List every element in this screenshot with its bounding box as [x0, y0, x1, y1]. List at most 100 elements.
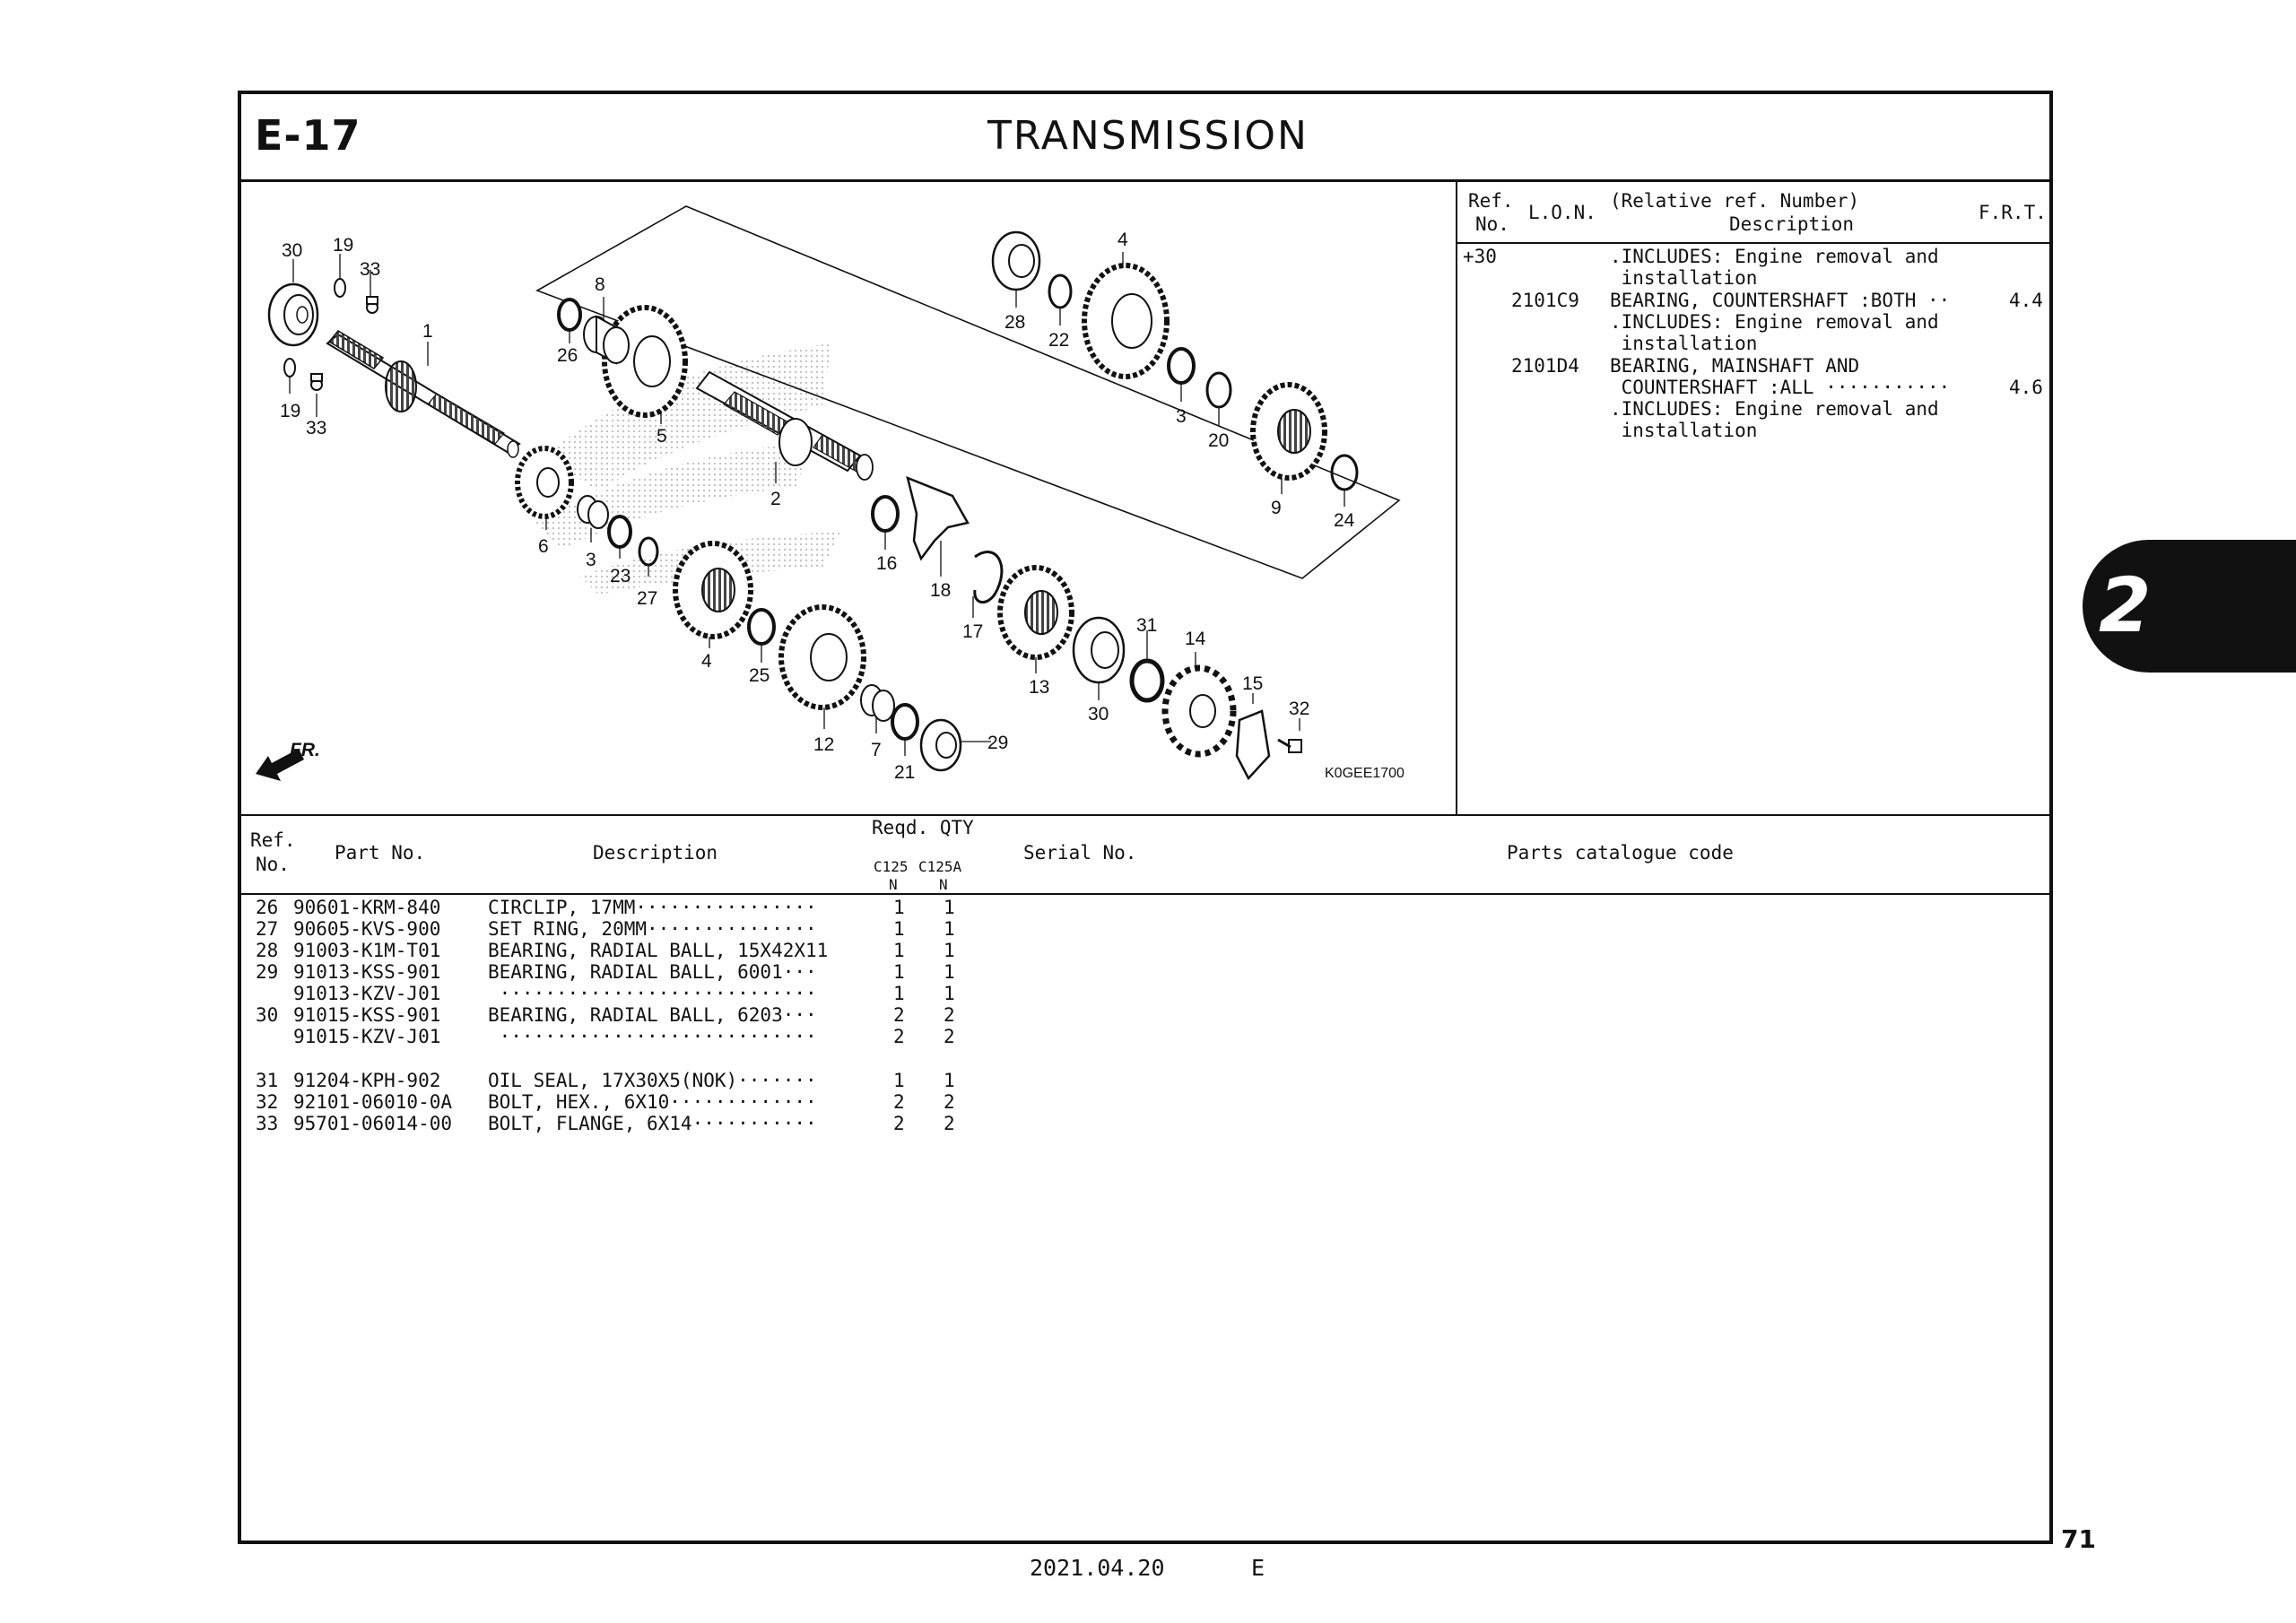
- callout-8: 5: [657, 426, 667, 447]
- clip-17: [973, 551, 1004, 604]
- mainshaft-1: [326, 330, 521, 458]
- parts-partno-header: Part No.: [335, 842, 426, 864]
- parts-n1-header: N: [889, 876, 898, 893]
- callout-21: 22: [1048, 330, 1069, 351]
- callouts: 30 19 33 19 33 1 26 8 5 6 3 23 27 4 25 2…: [280, 230, 1355, 783]
- callout-4: 4: [1118, 230, 1128, 250]
- callout-7: 7: [871, 740, 882, 760]
- diagram-bottom-rule: [239, 814, 2051, 816]
- bushing-10: [583, 315, 630, 365]
- callout-24: 26: [557, 345, 578, 366]
- callout-20: 20: [1208, 430, 1229, 451]
- callout-30: 30: [282, 240, 302, 261]
- callout-5: 3: [586, 550, 596, 570]
- section-tab-number: 2: [2099, 561, 2152, 649]
- callout-15: 15: [1242, 673, 1263, 694]
- gear-6: [673, 541, 753, 639]
- front-label: FR.: [290, 740, 320, 760]
- bushing-5: [577, 495, 609, 529]
- callout-10: 8: [595, 274, 605, 295]
- footer-date: 2021.04.20: [1030, 1555, 1165, 1581]
- gear-11: [1250, 382, 1327, 481]
- callout-32: 32: [1289, 699, 1309, 719]
- callout-2: 2: [770, 489, 781, 509]
- washer-23: [607, 515, 632, 549]
- washer-20: [1205, 371, 1232, 409]
- section-code: E-17: [255, 111, 361, 160]
- callout-22: 21: [894, 762, 915, 783]
- washer-16: [871, 495, 900, 533]
- footer-letter: E: [1251, 1555, 1265, 1581]
- parts-ref-header-1: Ref.: [250, 829, 296, 851]
- bolt-32: [1277, 738, 1302, 753]
- gear-13: [997, 565, 1074, 660]
- callout-33: 33: [306, 418, 326, 438]
- callout-31: 31: [1136, 615, 1157, 636]
- sprocket-14: [1161, 664, 1237, 758]
- callout-3: 3: [1176, 406, 1187, 427]
- callout-30: 30: [1088, 704, 1109, 725]
- callout-29: 29: [987, 733, 1008, 753]
- ring-27: [1330, 454, 1359, 491]
- plate-18: [906, 475, 970, 561]
- parts-catalogue-header: Parts catalogue code: [1507, 842, 1734, 864]
- callout-19: 19: [280, 401, 300, 421]
- callout-13: 13: [1029, 677, 1049, 698]
- frt-lon-header: L.O.N.: [1528, 202, 1596, 223]
- plate-15: [1235, 709, 1271, 781]
- countershaft-2: [695, 370, 874, 481]
- bearing-30-left: [267, 282, 319, 347]
- callout-12: 12: [813, 734, 834, 755]
- callout-16: 16: [876, 553, 897, 574]
- gear-9: [515, 446, 574, 519]
- parts-description-header: Description: [593, 842, 718, 864]
- header-divider: [239, 179, 2051, 182]
- callout-25: 25: [749, 665, 770, 686]
- parts-reqd-qty-header: Reqd. QTY: [872, 817, 974, 838]
- callout-14: 14: [1185, 629, 1206, 649]
- callout-23: 23: [610, 566, 631, 586]
- bearing-29: [919, 718, 962, 772]
- callout-33: 33: [360, 259, 380, 280]
- section-tab: [2083, 540, 2296, 673]
- washer-25: [747, 608, 776, 646]
- callout-17: 17: [962, 621, 983, 642]
- parts-n2-header: N: [939, 876, 948, 893]
- gear-4: [1082, 263, 1170, 379]
- frt-ref-header-2: No.: [1475, 213, 1509, 235]
- parts-c125-header: C125: [874, 858, 909, 875]
- group-outline: [535, 205, 1401, 579]
- diagram-code: K0GEE1700: [1325, 766, 1405, 781]
- callout-11: 9: [1271, 498, 1282, 518]
- frt-relative-header: (Relative ref. Number): [1610, 190, 1860, 212]
- bearing-30-right: [1072, 616, 1126, 684]
- bearing-28: [991, 230, 1041, 291]
- seal-31: [1129, 658, 1165, 703]
- frt-description-header: Description: [1729, 213, 1855, 235]
- parts-c125a-header: C125A: [918, 858, 962, 875]
- frt-header-rule: [1457, 242, 2051, 244]
- callout-28: 28: [1004, 312, 1025, 333]
- washer-22: [891, 703, 919, 741]
- washer-19-top: [334, 278, 346, 298]
- frt-frt-header: F.R.T.: [1979, 202, 2047, 223]
- page-number: 71: [2061, 1524, 2096, 1554]
- frt-ref-header-1: Ref.: [1468, 190, 1514, 212]
- page-title: TRANSMISSION: [987, 113, 1309, 159]
- bushing-7: [860, 684, 895, 722]
- callout-18: 18: [930, 580, 951, 601]
- page-frame: [238, 91, 2053, 1544]
- parts-header-rule: [239, 893, 2051, 895]
- washer-21: [1048, 273, 1073, 309]
- washer-3: [1167, 347, 1196, 385]
- callout-27: 24: [1334, 510, 1355, 531]
- diagram-divider: [1456, 181, 1457, 816]
- callout-26: 27: [637, 588, 657, 609]
- parts-serial-header: Serial No.: [1023, 842, 1137, 864]
- bolt-33-top: [366, 296, 378, 314]
- front-arrow-icon: [256, 749, 304, 781]
- exploded-diagram: FR. 30 19 33 19 33 1 26 8 5 6 3 23 27 4 …: [256, 205, 1405, 783]
- washer-19-bottom: [283, 358, 296, 378]
- callout-1: 1: [422, 321, 433, 342]
- callout-9: 6: [538, 536, 549, 557]
